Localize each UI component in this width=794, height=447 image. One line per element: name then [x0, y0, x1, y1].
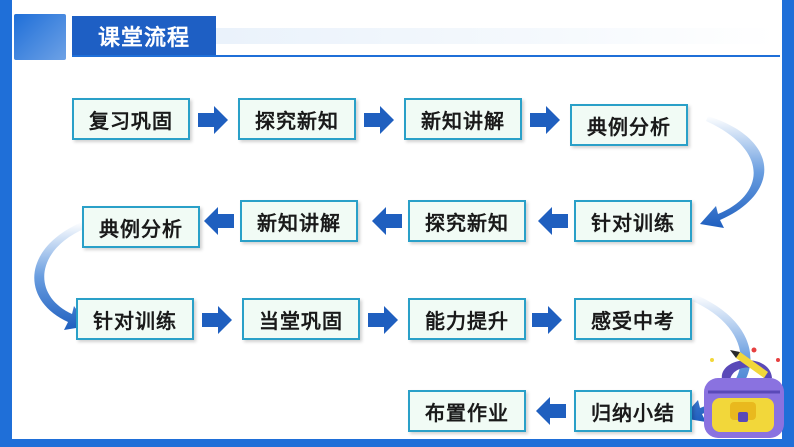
- corner-accent-highlight: [14, 14, 66, 60]
- arrow-right-1: [198, 106, 228, 134]
- arrow-right-3: [530, 106, 560, 134]
- arrow-right-2: [364, 106, 394, 134]
- flow-node-tanjiu-xinzhi-2: 探究新知: [408, 200, 526, 242]
- flow-node-buzhi-zuoye: 布置作业: [408, 390, 526, 432]
- flow-node-fuxi-gonggu: 复习巩固: [72, 98, 190, 140]
- curve-arrow-left-1: [34, 222, 88, 330]
- flow-node-zhendui-xunlian: 针对训练: [574, 200, 692, 242]
- arrow-right-6: [532, 306, 562, 334]
- arrow-left-1: [538, 207, 568, 235]
- flow-node-guina-xiaojie: 归纳小结: [574, 390, 692, 432]
- curve-arrow-right-1: [700, 116, 765, 228]
- arrow-right-5: [368, 306, 398, 334]
- flow-node-dangtang-gonggu: 当堂巩固: [242, 298, 360, 340]
- page-title: 课堂流程: [72, 16, 216, 56]
- flow-node-nengli-tisheng: 能力提升: [408, 298, 526, 340]
- flow-node-dianli-fenxi-2: 典例分析: [82, 206, 200, 248]
- schoolbag-icon: [704, 347, 784, 438]
- frame-bottom-border: [0, 439, 794, 447]
- title-underline: [72, 55, 780, 57]
- flow-node-xinzhi-jiangjie: 新知讲解: [404, 98, 522, 140]
- frame-left-border: [0, 0, 12, 447]
- arrow-left-3: [204, 207, 234, 235]
- corner-accent-block: [14, 14, 66, 60]
- title-bar-gradient: [216, 28, 776, 44]
- arrow-left-4: [536, 397, 566, 425]
- arrow-right-4: [202, 306, 232, 334]
- arrow-left-2: [372, 207, 402, 235]
- flow-node-zhendui-xunlian-2: 针对训练: [76, 298, 194, 340]
- flow-node-xinzhi-jiangjie-2: 新知讲解: [240, 200, 358, 242]
- flow-node-ganshou-zhongkao: 感受中考: [574, 298, 692, 340]
- flow-node-dianli-fenxi: 典例分析: [570, 104, 688, 146]
- frame-right-border: [782, 0, 794, 447]
- flow-node-tanjiu-xinzhi: 探究新知: [238, 98, 356, 140]
